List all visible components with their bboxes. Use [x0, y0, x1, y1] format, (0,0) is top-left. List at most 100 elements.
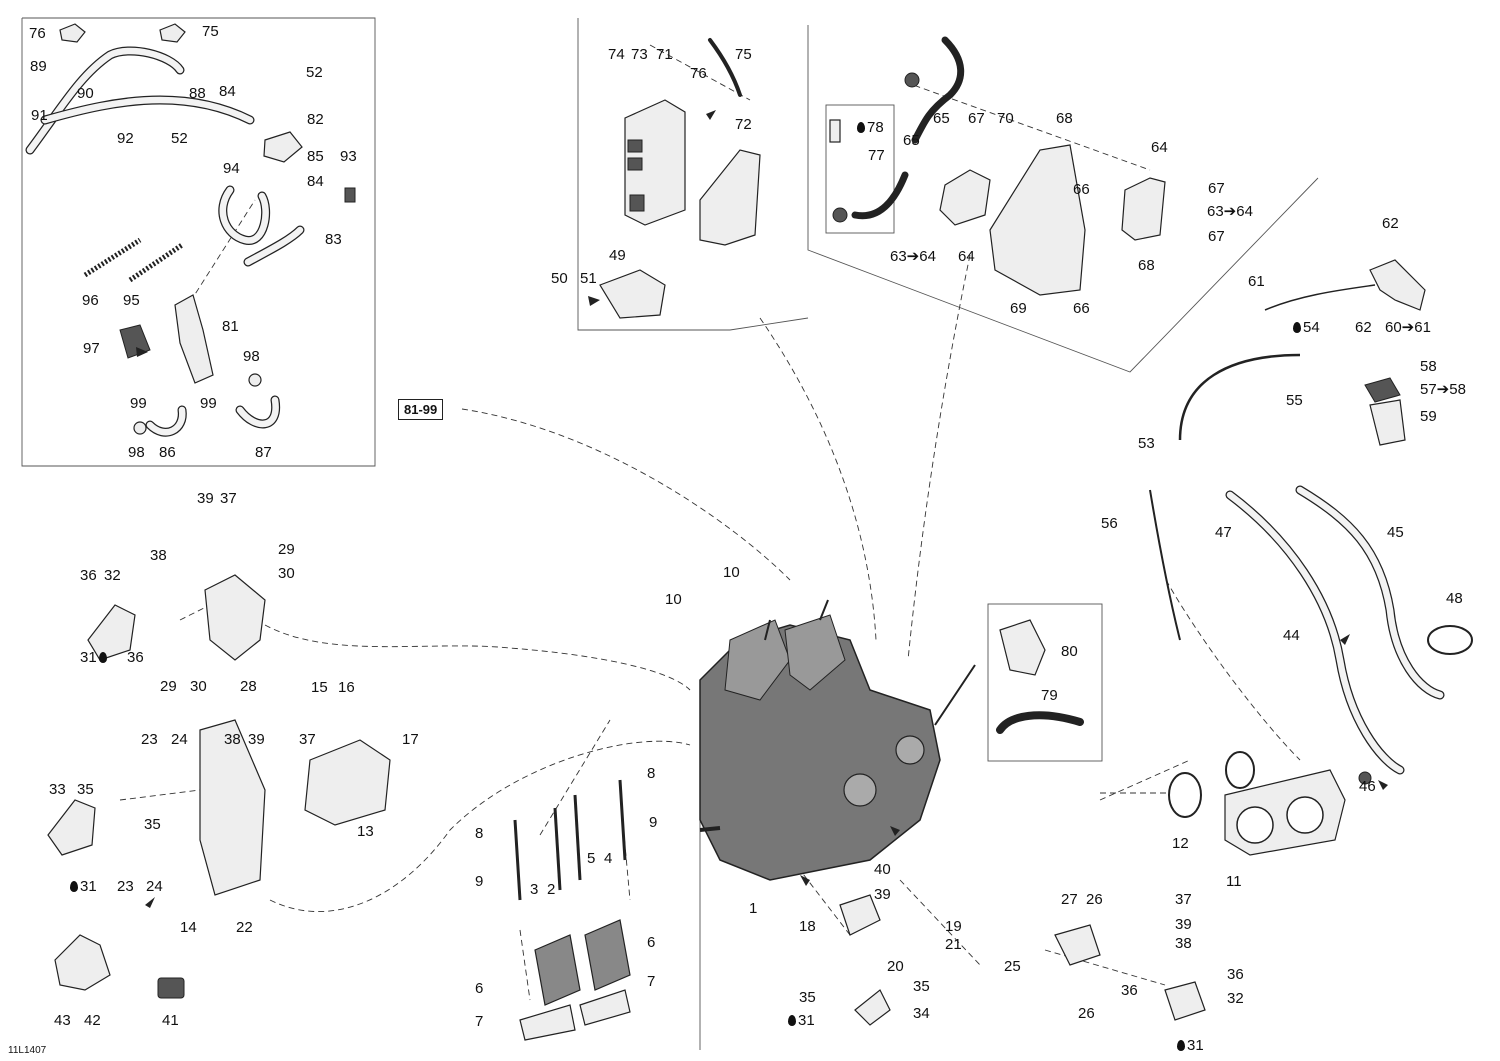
callout: 39	[874, 886, 891, 903]
callout: 35	[144, 816, 161, 833]
callout-text: 31	[1187, 1037, 1204, 1054]
callout: 62	[1382, 215, 1399, 232]
callout-text: 54	[1303, 319, 1320, 336]
callout: 67	[1208, 180, 1225, 197]
callout: 64	[1151, 139, 1168, 156]
callout: 31	[788, 1013, 815, 1029]
callout: 4	[604, 850, 613, 867]
callout: 42	[84, 1012, 101, 1029]
callout-text: 31	[80, 649, 97, 666]
callout: 40	[874, 861, 891, 878]
callout: 24	[146, 878, 163, 895]
callout: 67	[968, 110, 985, 127]
callout: 18	[799, 918, 816, 935]
callout: 11	[1226, 873, 1242, 890]
callout: 10	[665, 591, 682, 608]
callout: 71	[656, 46, 673, 63]
callout: 85	[307, 148, 324, 165]
callout-text: 31	[798, 1012, 815, 1029]
callout: 93	[340, 148, 357, 165]
callout: 64	[958, 248, 975, 265]
callout: 9	[649, 814, 658, 831]
callout: 62	[1355, 319, 1372, 336]
callout: 86	[159, 444, 176, 461]
callout: 82	[307, 111, 324, 128]
callout: 66	[1073, 181, 1090, 198]
callout: 89	[30, 58, 47, 75]
callout: 88	[189, 85, 206, 102]
oil-drop-icon	[1293, 322, 1301, 333]
callout: 8	[647, 765, 656, 782]
callout: 61	[1248, 273, 1265, 290]
callout: 75	[735, 46, 752, 63]
callout: 96	[82, 292, 99, 309]
callout: 29	[278, 541, 295, 558]
callout: 29	[160, 678, 177, 695]
callout: 36	[80, 567, 97, 584]
callout: 54	[1293, 320, 1320, 336]
callout: 84	[307, 173, 324, 190]
callout: 26	[1086, 891, 1103, 908]
callout: 91	[31, 107, 48, 124]
callout: 3	[530, 881, 539, 898]
callout: 23	[141, 731, 158, 748]
callout: 65	[933, 110, 950, 127]
callout: 38	[224, 731, 241, 748]
callout: 78	[857, 120, 884, 136]
oil-drop-icon	[98, 652, 107, 663]
callout: 81	[222, 318, 239, 335]
callout: 63➔64	[1207, 203, 1253, 220]
callout: 2	[547, 881, 556, 898]
callout: 50	[551, 270, 568, 287]
callout: 39	[197, 490, 214, 507]
callout: 21	[945, 936, 962, 953]
callout: 9	[475, 873, 484, 890]
callout: 37	[220, 490, 237, 507]
callout: 77	[868, 147, 885, 164]
callout: 22	[236, 919, 253, 936]
oil-pump-group	[996, 619, 1084, 734]
callout: 30	[278, 565, 295, 582]
callout: 94	[223, 160, 240, 177]
callout: 99	[200, 395, 217, 412]
callout: 68	[1138, 257, 1155, 274]
engine-support-group	[829, 36, 1166, 296]
callout: 27	[1061, 891, 1078, 908]
callout: 92	[117, 130, 134, 147]
callout: 31	[70, 879, 97, 895]
vent-hose-group	[25, 23, 356, 437]
oil-drop-icon	[70, 881, 78, 892]
callout: 38	[150, 547, 167, 564]
callout: 63➔64	[890, 248, 936, 265]
callout: 98	[243, 348, 260, 365]
callout-text: 78	[867, 119, 884, 136]
callout: 75	[202, 23, 219, 40]
callout: 83	[325, 231, 342, 248]
callout: 13	[357, 823, 374, 840]
callout: 41	[162, 1012, 179, 1029]
callout: 39	[248, 731, 265, 748]
callout: 36	[1227, 966, 1244, 983]
callout: 74	[608, 46, 625, 63]
callout: 7	[647, 973, 656, 990]
callout: 35	[799, 989, 816, 1006]
callout: 5	[587, 850, 596, 867]
ignition-coils	[513, 779, 631, 1041]
callout: 97	[83, 340, 100, 357]
callout: 51	[580, 270, 597, 287]
callout: 73	[631, 46, 648, 63]
callout: 47	[1215, 524, 1232, 541]
figure-id: 11L1407	[8, 1045, 47, 1056]
callout: 55	[1286, 392, 1303, 409]
callout: 95	[123, 292, 140, 309]
callout: 35	[913, 978, 930, 995]
callout: 35	[77, 781, 94, 798]
callout: 28	[240, 678, 257, 695]
callout: 19	[945, 918, 962, 935]
callout: 1	[749, 900, 758, 917]
callout: 31	[1177, 1038, 1204, 1054]
callout: 16	[338, 679, 355, 696]
callout: 7	[475, 1013, 484, 1030]
oil-drop-icon	[788, 1015, 796, 1026]
callout: 90	[77, 85, 94, 102]
